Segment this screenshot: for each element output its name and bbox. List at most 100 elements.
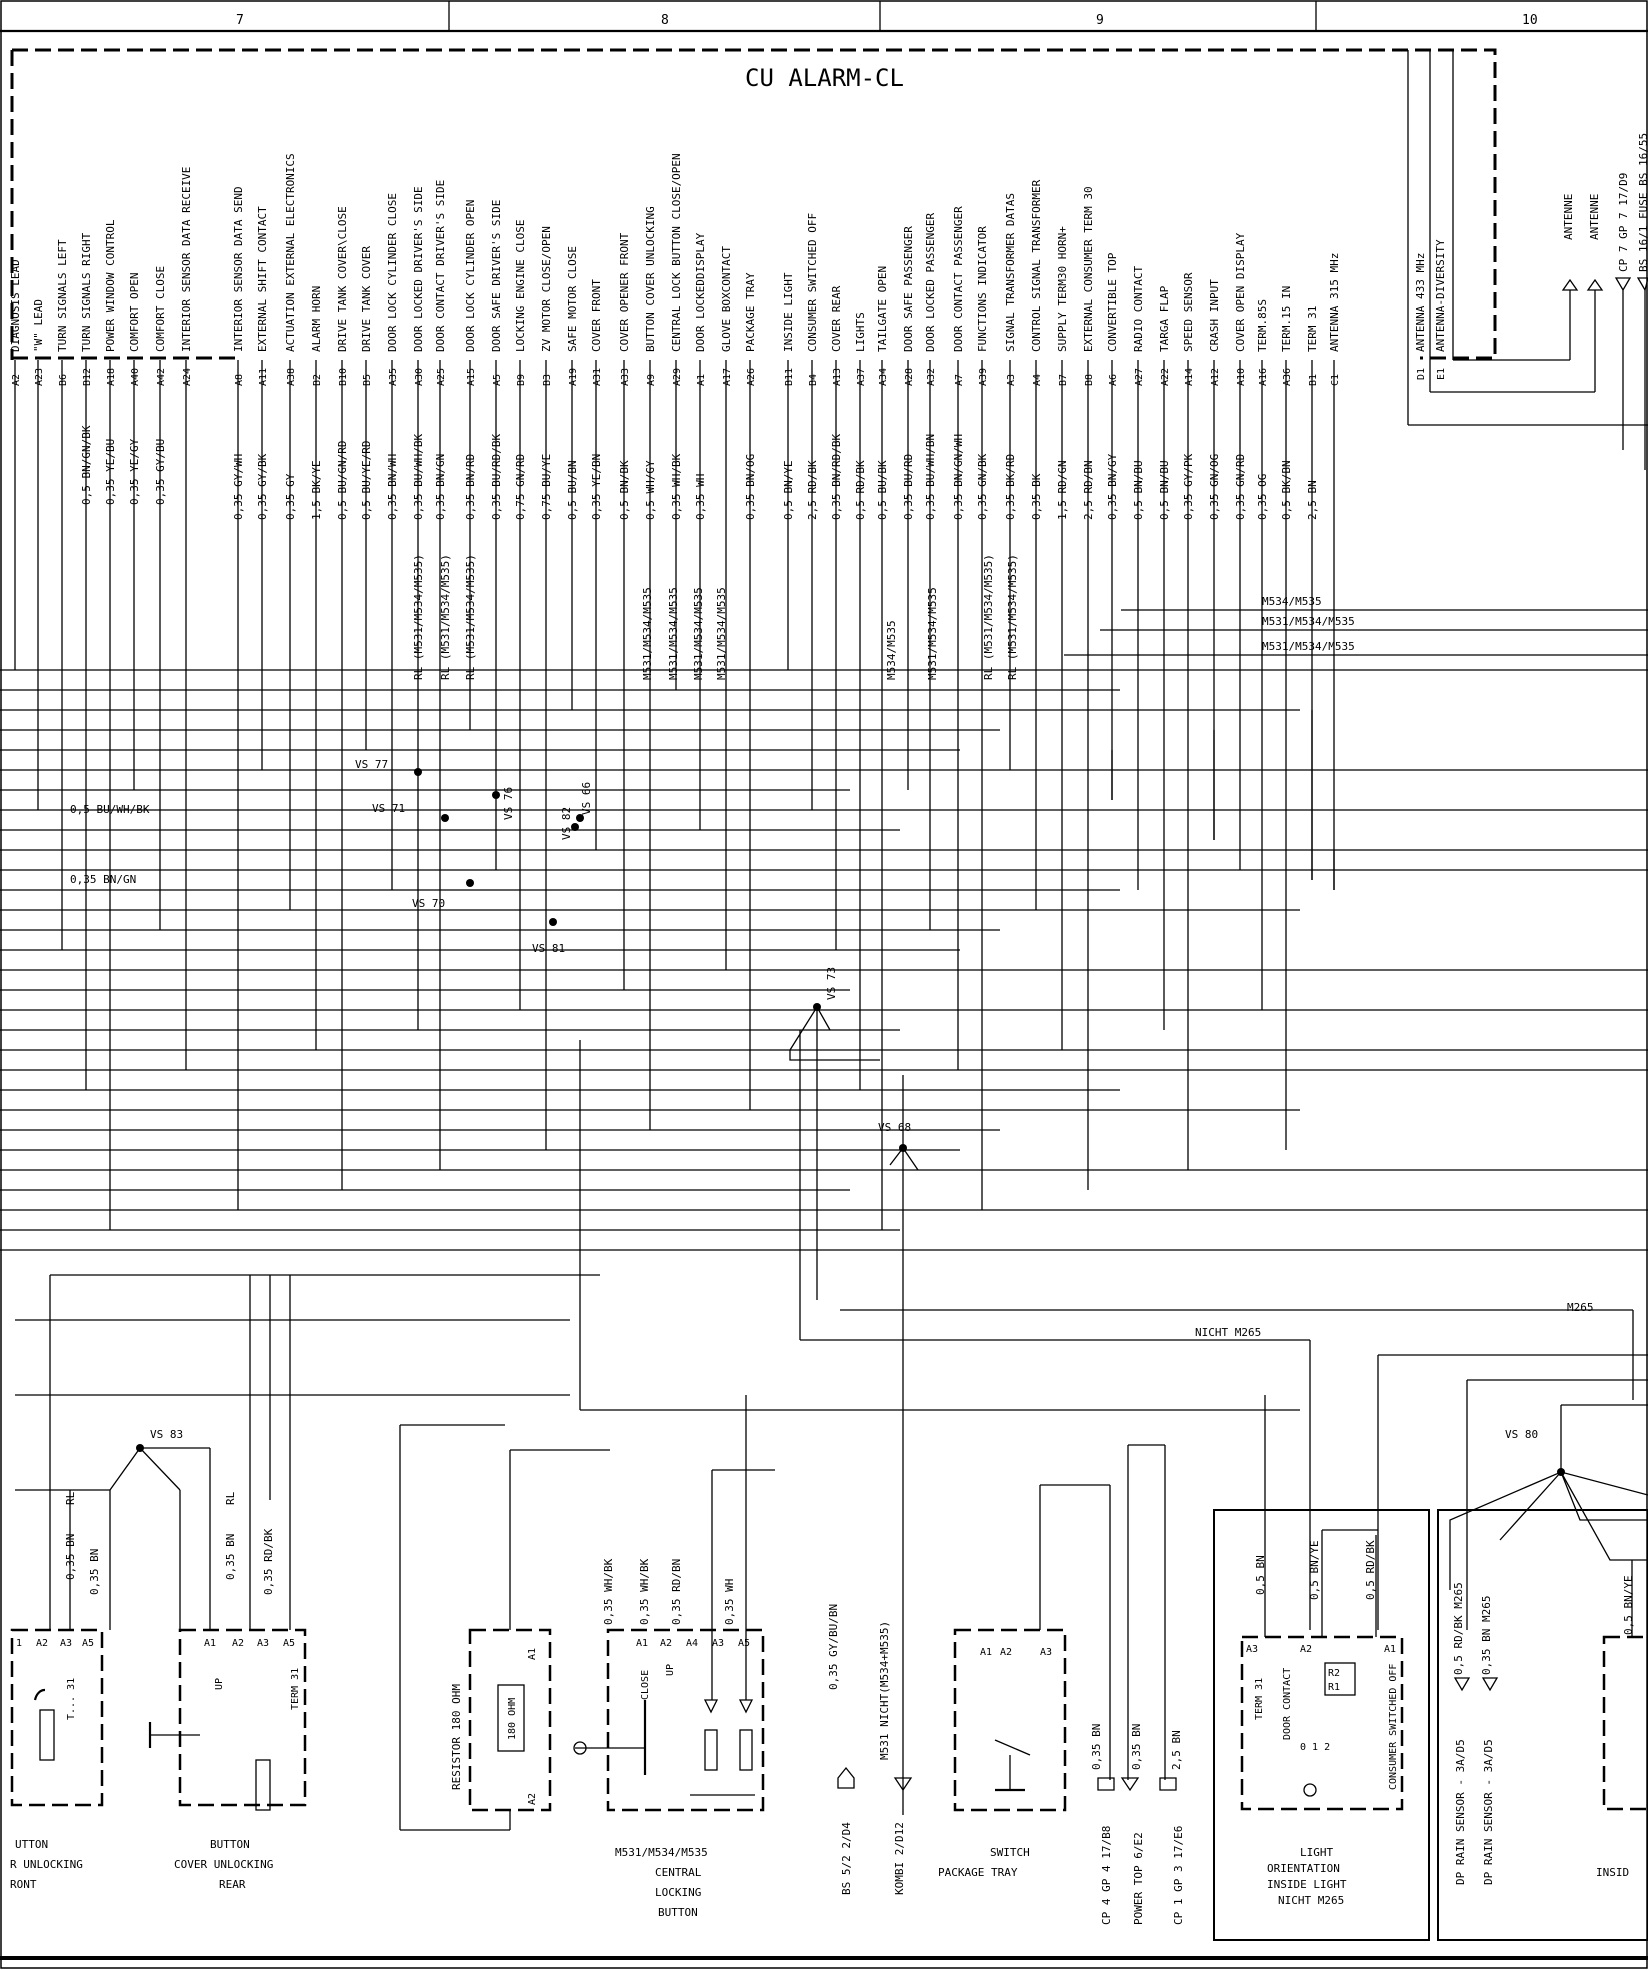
pin-function-label: DRIVE TANK COVER [360,246,373,352]
resistor-icon [704,1729,718,1771]
wire-label: 0,35 WH/BK [638,1558,651,1625]
variant-label: RL (M531/M534/M535) [464,554,477,680]
pin-label: A1 [527,1648,538,1660]
pin-function-label: COVER REAR [830,285,843,352]
antenne-label: ANTENNE [1588,194,1601,240]
wire-spec-label: 0,35 GN/OG [1208,454,1221,520]
wire-label: 0,5 BN [1254,1555,1267,1595]
variant-label: RL (M531/M534/M535) [412,554,425,680]
pin-function-label: ANTENNA 433 MHz [1414,253,1427,352]
rl-label: RL [64,1491,77,1505]
antenna-connector-icon [1561,278,1579,291]
splice-dot [549,918,557,926]
pin-function-label: INTERIOR SENSOR DATA RECEIVE [180,167,193,352]
bulb-icon [1303,1783,1317,1797]
wire-spec-label: 0,35 BN/WH [386,454,399,520]
button-front-component: UTTON R UNLOCKING RONT 1 A2 A3 A5 0,35 B… [10,1491,104,1891]
pin-label: A5 [738,1638,750,1649]
pin-function-label: LIGHTS [854,312,867,352]
connector-arrow-icon [1481,1677,1499,1692]
variant-label: M531/M534/M535 [667,587,680,680]
splice-dot [466,879,474,887]
cp7-ref-label: CP 7 GP 7 17/D9 [1617,173,1630,272]
m531-line-label: M531/M534/M535 [1262,640,1355,653]
central-lock-label-1: M531/M534/M535 [615,1846,708,1859]
pin-function-label: ANTENNA 315 MHz [1328,253,1341,352]
components: UTTON R UNLOCKING RONT 1 A2 A3 A5 0,35 B… [10,1395,1648,1941]
wire-label: 2,5 BN [1170,1730,1183,1770]
pin-function-label: EXTERNAL SHIFT CONTACT [256,206,269,352]
pin-id-label: B8 [1084,374,1095,386]
pin-function-label: COVER OPEN DISPLAY [1234,232,1247,352]
wire-spec-label: 0,5 BN/BU [1158,460,1171,520]
pin-id-label: B5 [362,374,373,386]
wire-spec-label: 0,5 BN/YE [782,460,795,520]
pin-function-label: ALARM HORN [310,286,323,352]
pin-id-label: B12 [82,368,93,386]
connector-arrow-icon [893,1777,913,1792]
pin-function-label: TERM 31 [1306,306,1319,352]
power-top-ref-label: POWER TOP 6/E2 [1132,1832,1145,1925]
pin-function-label: COMFORT OPEN [128,273,141,352]
pin-label: A3 [712,1638,724,1649]
pin-id-label: B3 [542,374,553,386]
splice-vs73: VS 73 [825,967,838,1000]
pin-function-label: DOOR LOCK CYLINDER CLOSE [386,193,399,352]
pin-id-label: B2 [312,374,323,386]
pin-function-label: GLOVE BOXCONTACT [720,246,733,352]
switch-label-2: PACKAGE TRAY [938,1866,1018,1879]
button-rear-component: BUTTON COVER UNLOCKING REAR A1 A2 A3 A5 … [148,1491,307,1891]
wire-spec-label: 0,5 WH/GY [644,460,657,520]
door-contact-label: DOOR CONTACT [1282,1668,1293,1740]
pin-label: A2 [232,1638,244,1649]
button-front-label-2: R UNLOCKING [10,1858,83,1871]
pin-id-label: A5 [492,374,503,386]
resistor-icon [497,1684,525,1752]
column-number-8: 8 [661,13,669,28]
wire-spec-label: 0,5 BU/GN/RD [336,441,349,520]
central-lock-label-4: BUTTON [658,1906,698,1919]
pin-label: A1 [980,1647,992,1658]
wire-spec-label: 0,35 YE/BN [590,454,603,520]
wire-spec-label: 0,35 OG [1256,474,1269,520]
consumer-label: CONSUMER SWITCHED OFF [1388,1664,1399,1790]
wire-label: 0,35 BN [64,1534,77,1580]
pin-function-label: TURN SIGNALS LEFT [56,239,69,352]
pin-id-label: A9 [646,374,657,386]
pin-function-label: ZV MOTOR CLOSE/OPEN [540,226,553,352]
pin-function-label: CRASH INPUT [1208,279,1221,352]
resistor-icon [39,1709,55,1761]
splice-labels: VS 77 VS 71 VS 76 VS 82 VS 66 VS 70 VS 8… [150,758,1538,1441]
pin-function-label: SIGNAL TRANSFORMER DATAS [1004,193,1017,352]
pin-label: A5 [82,1638,94,1649]
pin-id-label: A3 [1006,374,1017,386]
pin-function-label: "W" LEAD [32,299,45,352]
pin-function-label: RADIO CONTACT [1132,266,1145,352]
column-number-7: 7 [236,13,244,28]
up-label: UP [665,1664,676,1676]
cp1-reference: 2,5 BN CP 1 GP 3 17/E6 [1159,1445,1185,1925]
pin-function-label: SPEED SENSOR [1182,272,1195,352]
pin-label: A2 [660,1638,672,1649]
wire-spec-label: 0,5 BK/BN [1280,460,1293,520]
pin-label: A5 [283,1638,295,1649]
light-label-1: LIGHT [1300,1846,1333,1859]
pin-id-label: B11 [784,368,795,386]
